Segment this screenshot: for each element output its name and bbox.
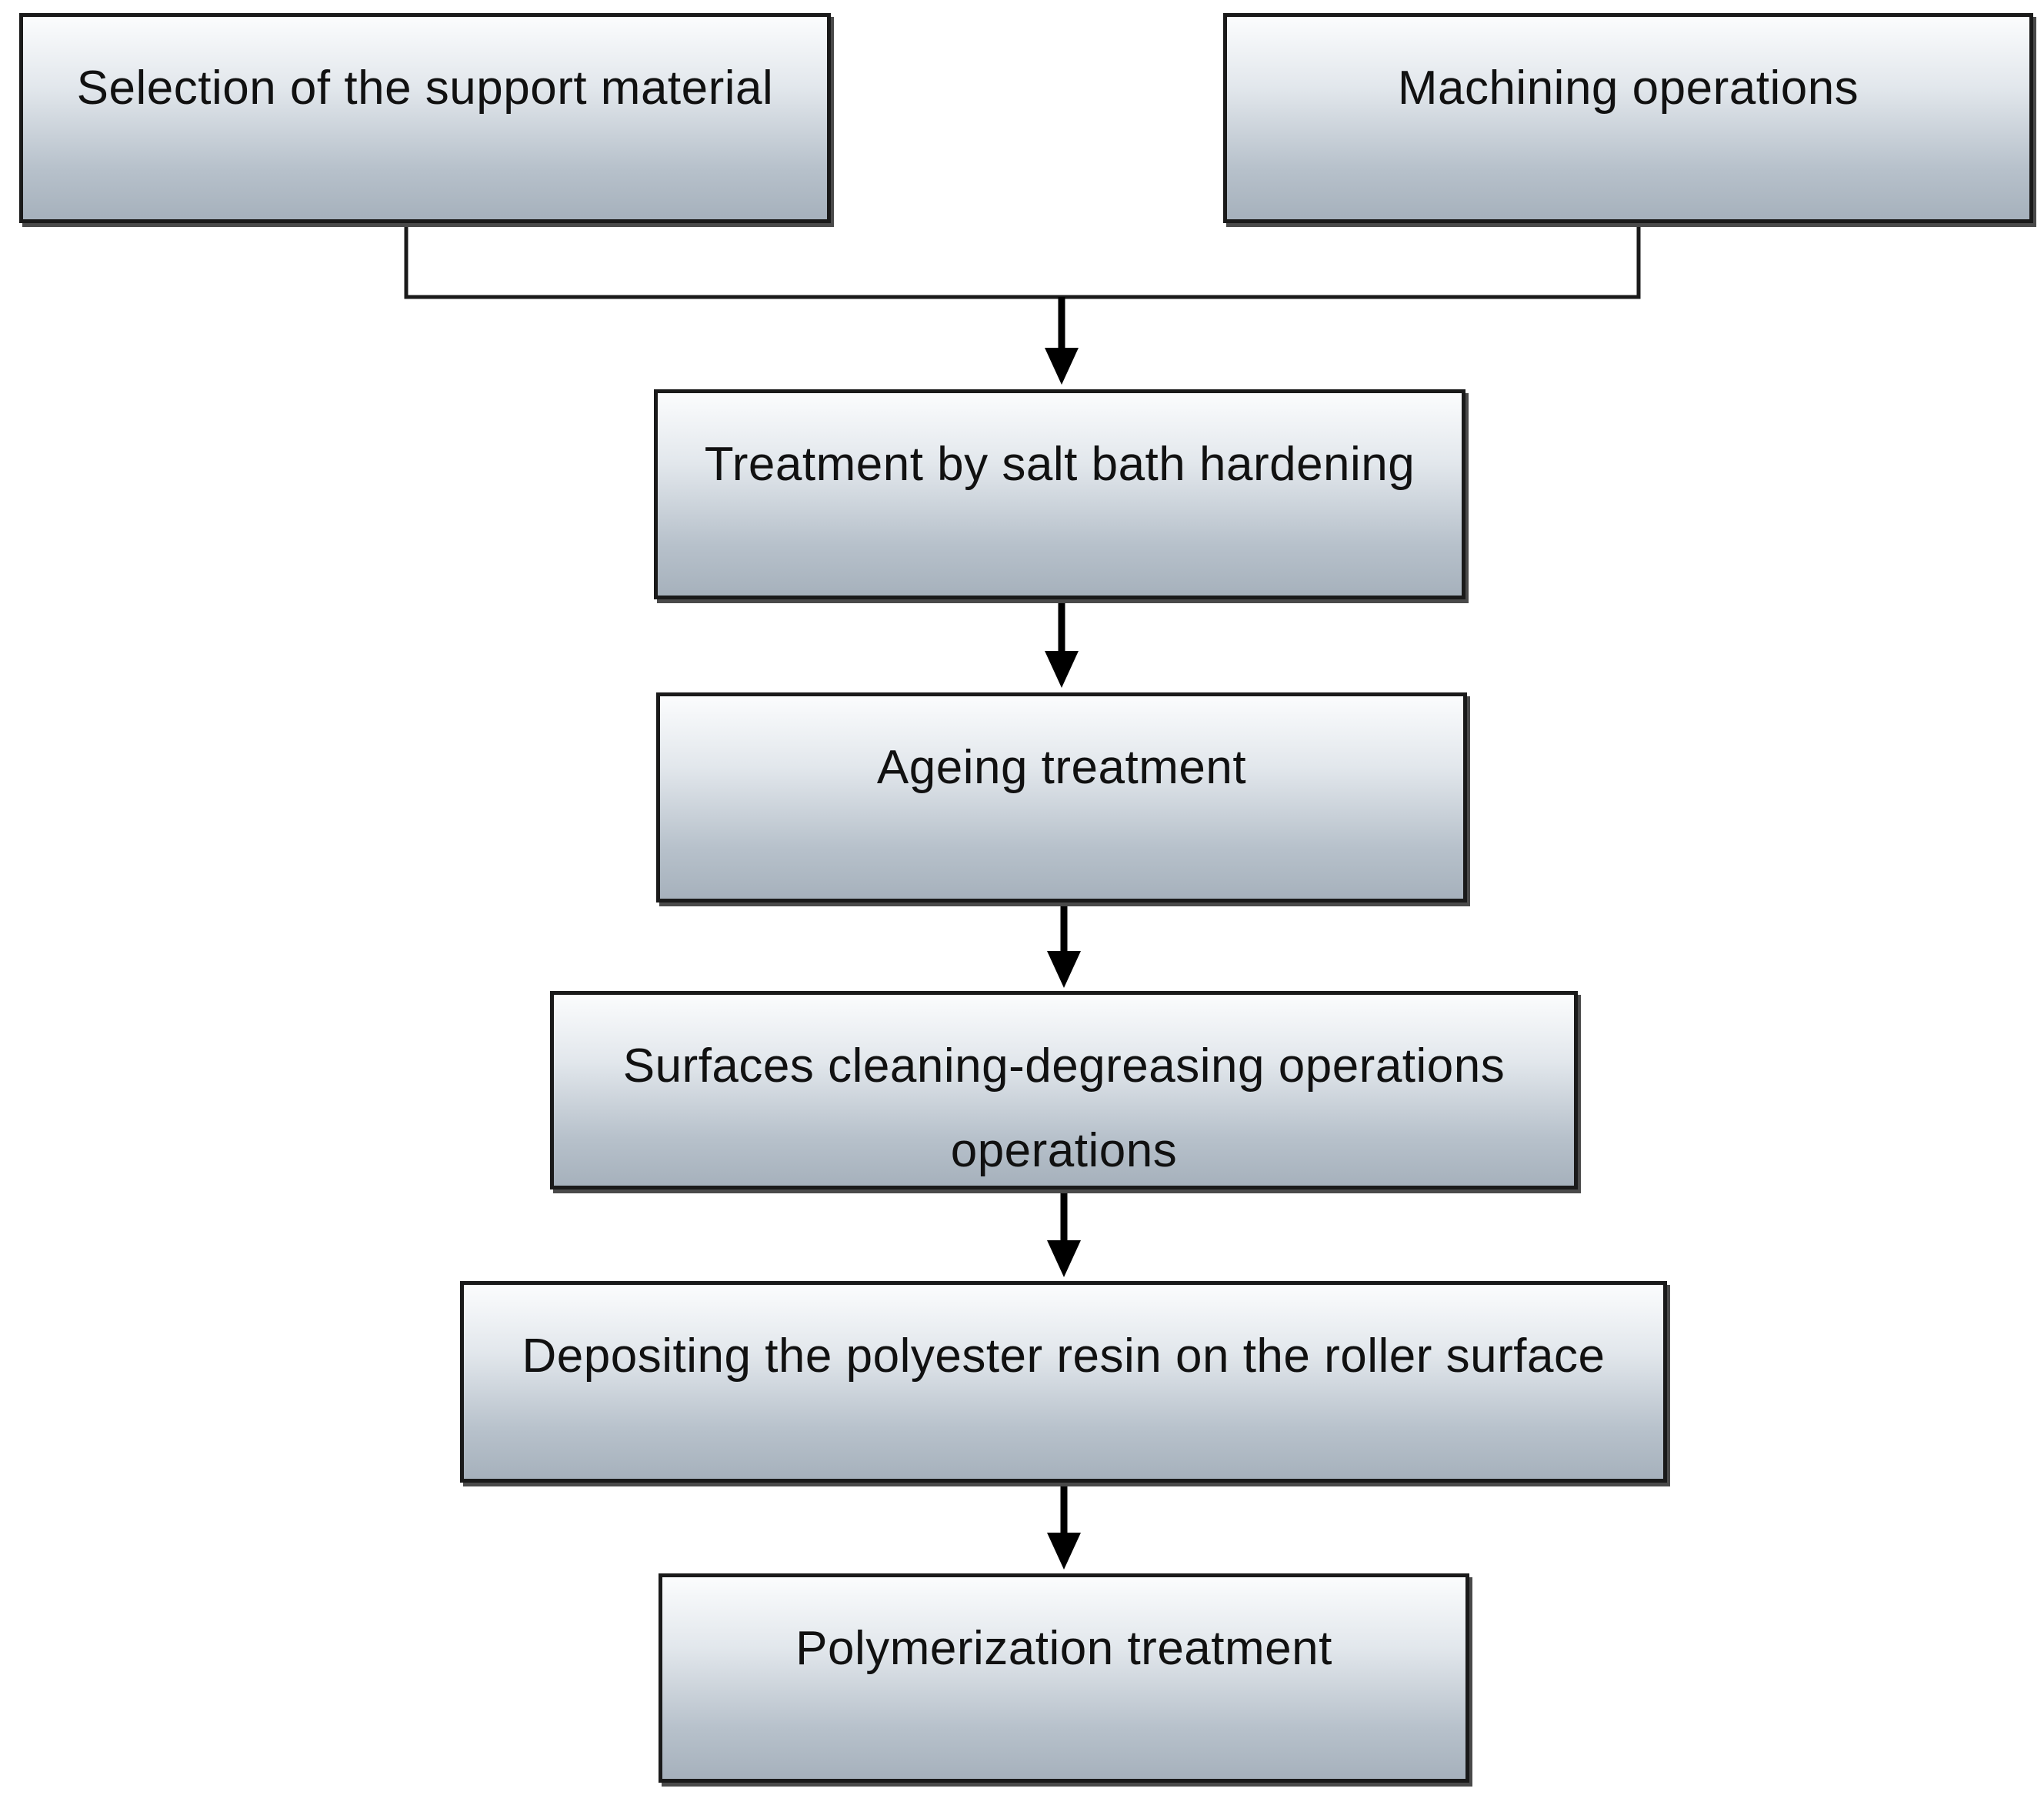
step-polymerization-treatment: Polymerization treatment bbox=[659, 1573, 1469, 1783]
step-salt-bath-hardening: Treatment by salt bath hardening bbox=[654, 389, 1465, 599]
step-selection-support-material: Selection of the support material bbox=[19, 13, 831, 223]
merge-connector bbox=[404, 223, 1641, 299]
step-ageing-label: Ageing treatment bbox=[876, 741, 1247, 794]
arrow-1 bbox=[1045, 297, 1079, 385]
step-machining-operations: Machining operations bbox=[1223, 13, 2033, 223]
step-depositing-resin: Depositing the polyester resin on the ro… bbox=[460, 1281, 1667, 1483]
step-salt-bath-label: Treatment by salt bath hardening bbox=[704, 438, 1415, 491]
step-polymerization-label: Polymerization treatment bbox=[795, 1622, 1332, 1675]
arrow-2 bbox=[1045, 599, 1079, 688]
step-cleaning-degreasing: Surfaces cleaning-degreasing operations … bbox=[550, 991, 1578, 1189]
arrow-3 bbox=[1047, 903, 1081, 988]
arrow-5 bbox=[1047, 1483, 1081, 1570]
step-selection-label: Selection of the support material bbox=[76, 62, 774, 115]
arrow-4 bbox=[1047, 1189, 1081, 1277]
step-cleaning-label: Surfaces cleaning-degreasing operations … bbox=[622, 1039, 1505, 1177]
step-ageing-treatment: Ageing treatment bbox=[656, 692, 1467, 903]
step-machining-label: Machining operations bbox=[1397, 62, 1859, 115]
step-depositing-label: Depositing the polyester resin on the ro… bbox=[522, 1330, 1606, 1383]
